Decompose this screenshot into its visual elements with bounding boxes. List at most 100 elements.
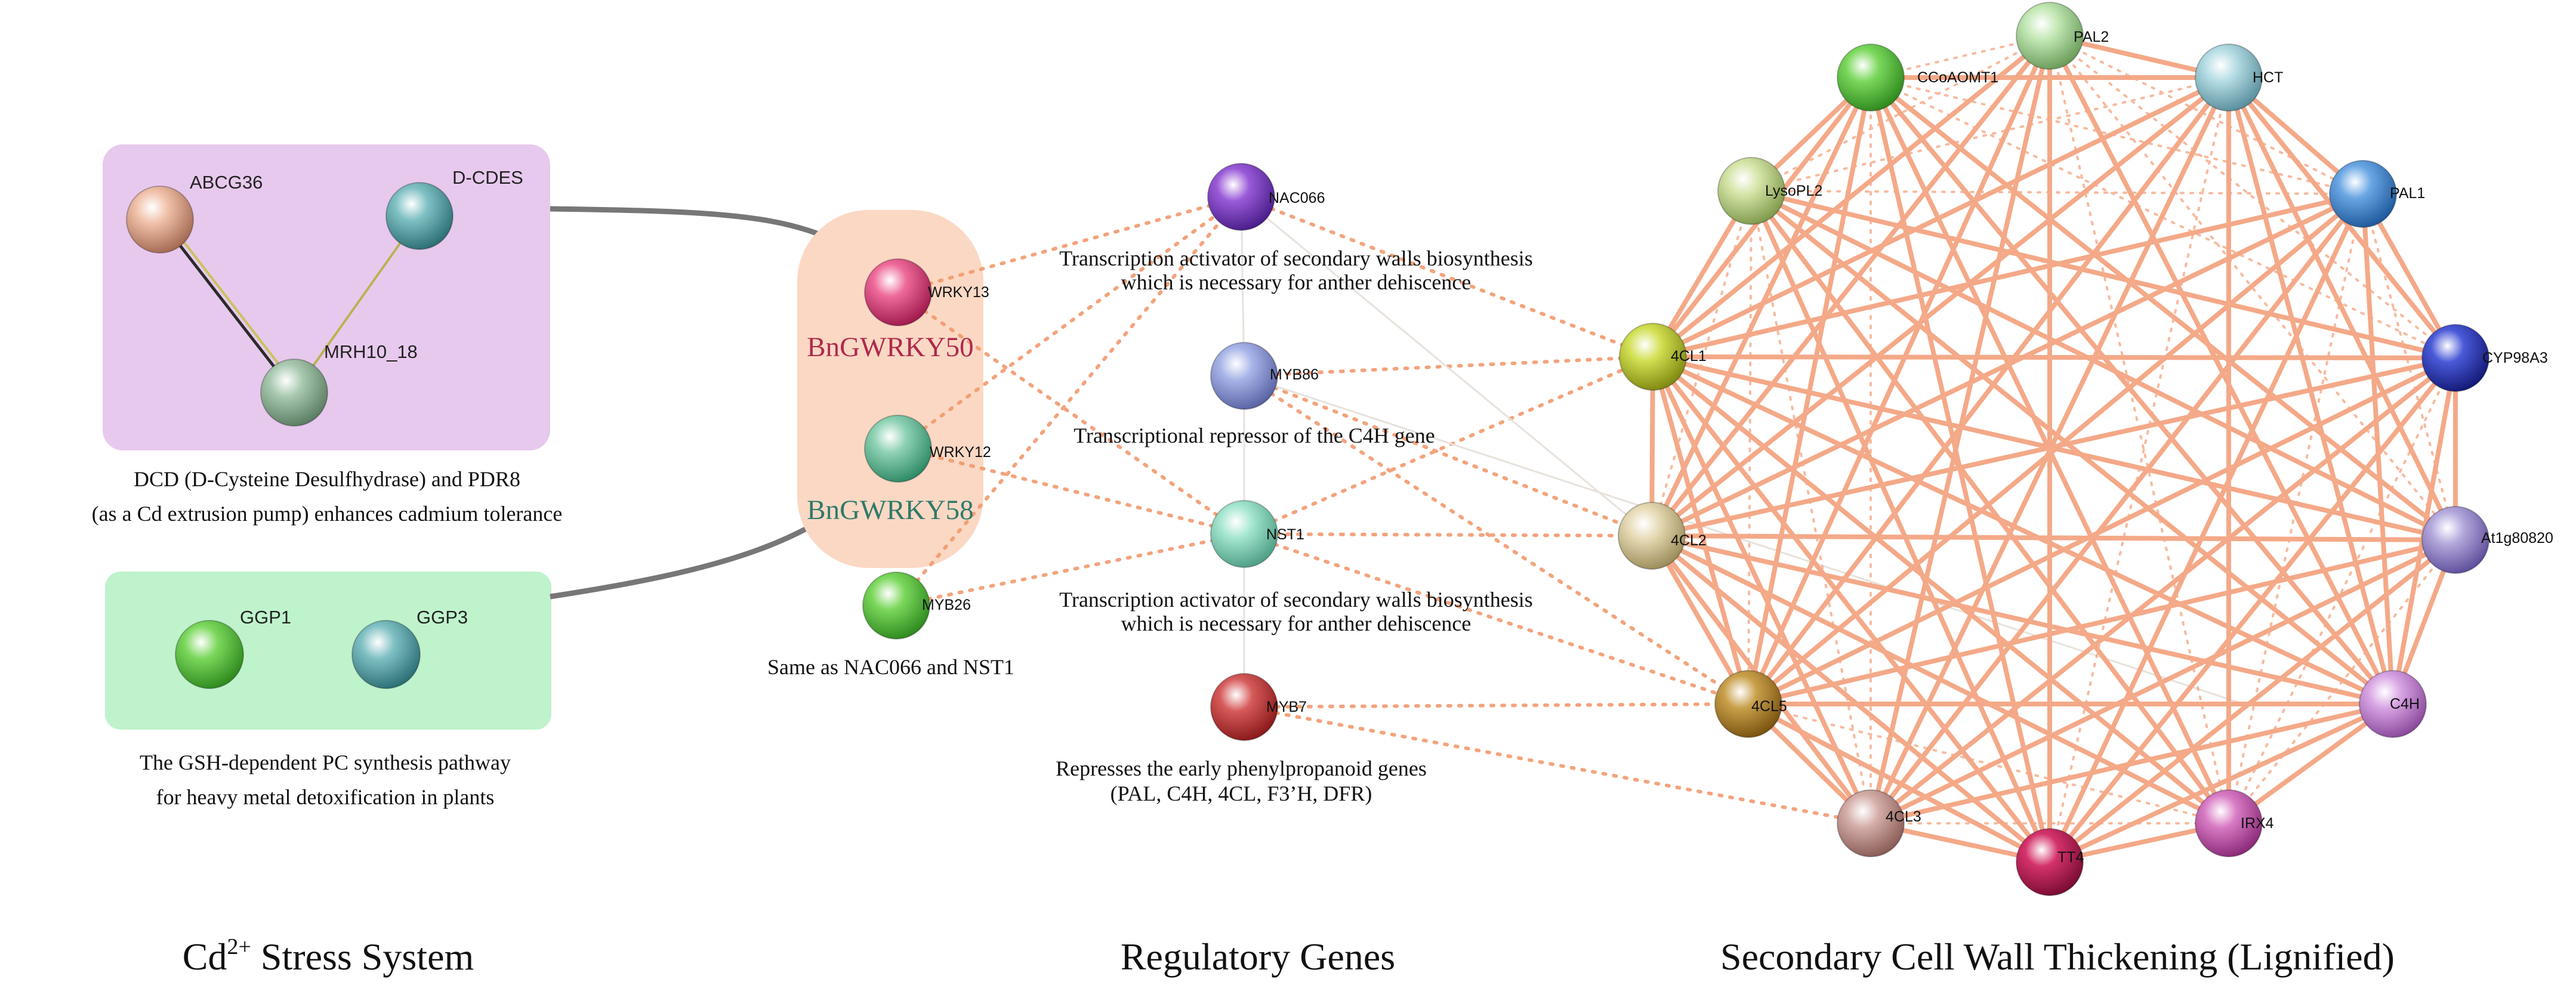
node-4cl3[interactable] (1837, 789, 1905, 857)
edge-at1g80820-4cl5 (1746, 538, 2458, 706)
node-at1g80820[interactable] (2421, 506, 2489, 574)
edge-myb7-4cl3 (1242, 705, 1872, 825)
node-abcg36[interactable] (126, 186, 194, 254)
edge-nac066-4cl2 (1241, 196, 1652, 537)
node-mrh10-18[interactable] (260, 359, 328, 427)
node-hct[interactable] (2195, 44, 2263, 112)
edge-pal2-irx4 (2049, 35, 2230, 825)
node-4cl2[interactable] (1618, 502, 1686, 570)
label-4cl3: 4CL3 (1886, 808, 1921, 825)
label-4cl5: 4CL5 (1751, 698, 1787, 715)
edge-ccoaomt1-cyp98a3 (1869, 76, 2457, 359)
node-c4h[interactable] (2359, 670, 2427, 738)
myb7-description-line1: Represses the early phenylpropanoid gene… (1056, 756, 1427, 780)
node-dcdes[interactable] (385, 182, 454, 250)
node-myb26[interactable] (862, 572, 930, 640)
label-hct: HCT (2253, 69, 2283, 86)
bngwrky-box (797, 210, 983, 568)
node-pal1[interactable] (2329, 160, 2397, 228)
myb26-description: Same as NAC066 and NST1 (767, 655, 1014, 679)
node-cyp98a3[interactable] (2421, 324, 2489, 392)
label-c4h: C4H (2390, 696, 2420, 712)
edge-cyp98a3-lysopl2 (1749, 189, 2458, 360)
cd-box-edges (159, 215, 421, 394)
node-myb7[interactable] (1210, 673, 1278, 741)
node-labels: ABCG36 D-CDES MRH10_18 GGP1 GGP3 WRKY13 … (190, 29, 2553, 866)
node-4cl5[interactable] (1714, 670, 1782, 738)
label-nst1: NST1 (1266, 526, 1304, 543)
gsh-description-line1: The GSH-dependent PC synthesis pathway (140, 751, 511, 774)
edge-irx4-4cl2 (1649, 533, 2231, 826)
edge-hct-4cl2 (1649, 75, 2231, 538)
regulatory-genes-title: Regulatory Genes (1121, 935, 1395, 978)
label-4cl1: 4CL1 (1671, 348, 1707, 365)
label-pal2: PAL2 (2074, 29, 2109, 45)
edge-at1g80820-lysopl2 (1749, 189, 2458, 542)
edge-pal1-tt4 (2047, 192, 2365, 864)
nodes (126, 2, 2489, 896)
bngwrky50-label: BnGWRKY50 (807, 332, 973, 363)
label-ccoaomt1: CCoAOMT1 (1917, 69, 1998, 86)
cd-description-line2: (as a Cd extrusion pump) enhances cadmiu… (92, 502, 563, 526)
edge-abcg36-mrh10-18-secondary (163, 216, 300, 391)
node-irx4[interactable] (2195, 789, 2263, 857)
label-dcdes: D-CDES (452, 167, 523, 188)
edge-lysopl2-4cl5 (1747, 190, 1753, 705)
edge-pal2-cyp98a3 (2049, 35, 2457, 359)
edge-c4h-4cl1 (1651, 354, 2395, 706)
edge-c4h-4cl3 (1868, 702, 2395, 826)
edge-c4h-tt4 (2047, 702, 2395, 864)
edge-cyp98a3-tt4 (2047, 356, 2458, 864)
label-ggp1: GGP1 (240, 607, 291, 628)
edge-pal1-4cl3 (1868, 192, 2365, 826)
label-abcg36: ABCG36 (190, 172, 263, 193)
node-nac066[interactable] (1207, 163, 1275, 231)
edge-myb86-4cl5 (1242, 374, 1750, 706)
edge-dcdes-mrh10-18 (293, 215, 421, 394)
node-tt4[interactable] (2016, 828, 2084, 896)
cd-title-suffix: Stress System (251, 935, 474, 978)
node-pal2[interactable] (2016, 2, 2084, 70)
cd-description-line1: DCD (D-Cysteine Desulfhydrase) and PDR8 (134, 467, 520, 491)
node-ggp1[interactable] (175, 620, 244, 689)
edge-myb86-4cl1 (1242, 355, 1655, 378)
node-wrky12[interactable] (864, 415, 932, 483)
nac066-description-line2: which is necessary for anther dehiscence (1121, 270, 1471, 294)
bngwrky58-label: BnGWRKY58 (807, 495, 973, 526)
edge-myb86-4cl2 (1242, 374, 1653, 538)
edge-at1g80820-4cl3 (1868, 538, 2458, 826)
edge-lysopl2-4cl3 (1750, 190, 1872, 825)
edge-irx4-4cl1 (1651, 354, 2231, 826)
label-4cl2: 4CL2 (1671, 532, 1707, 549)
edge-4cl5-irx4 (1747, 703, 2230, 825)
node-4cl1[interactable] (1619, 323, 1687, 391)
node-myb86[interactable] (1210, 342, 1278, 410)
edge-c4h-4cl2 (1649, 533, 2395, 706)
edge-wrky12-nac066 (896, 195, 1243, 449)
node-ccoaomt1[interactable] (1837, 44, 1905, 112)
regulatory-edges (894, 195, 1872, 825)
label-wrky12: WRKY12 (930, 444, 991, 461)
node-wrky13[interactable] (864, 258, 932, 326)
nac066-description-line1: Transcription activator of secondary wal… (1059, 246, 1533, 270)
edge-cyp98a3-4cl3 (1868, 356, 2458, 826)
label-myb86: MYB86 (1270, 366, 1319, 383)
label-myb26: MYB26 (922, 597, 971, 613)
edge-abcg36-mrh10-18 (159, 218, 295, 394)
edge-nst1-4cl5 (1242, 532, 1750, 706)
edge-myb86-cyp98a3 (1244, 375, 2244, 705)
label-mrh10-18: MRH10_18 (324, 341, 418, 362)
edge-at1g80820-tt4 (2047, 538, 2458, 864)
node-ggp3[interactable] (351, 620, 421, 689)
gsh-description-line2: for heavy metal detoxification in plants (156, 785, 495, 809)
edge-pal1-c4h (2361, 192, 2395, 706)
myb7-description-line2: (PAL, C4H, 4CL, F3’H, DFR) (1110, 782, 1372, 805)
node-nst1[interactable] (1210, 500, 1278, 568)
edge-nst1-4cl2 (1242, 532, 1653, 538)
edge-lysopl2-pal2 (1750, 35, 2051, 192)
secondary-cell-wall-title: Secondary Cell Wall Thickening (Lignifie… (1720, 935, 2395, 978)
edge-pal1-4cl1 (1651, 192, 2365, 359)
cd-title-superscript: 2+ (227, 934, 251, 959)
lignification-edges (1649, 33, 2458, 864)
node-lysopl2[interactable] (1717, 157, 1785, 225)
